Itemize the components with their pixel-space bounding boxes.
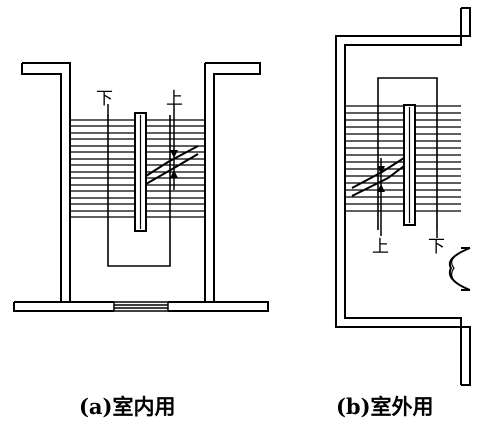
- indoor-right-wall: [204, 62, 261, 302]
- indoor-label-up: 上: [166, 89, 183, 109]
- stair-indoor: [13, 62, 269, 312]
- caption-indoor: (a)室内用: [79, 394, 175, 419]
- stair-outdoor: [335, 7, 471, 386]
- outdoor-landing-outline: [377, 77, 438, 230]
- indoor-door-threshold: [113, 301, 169, 312]
- outdoor-door: [448, 247, 471, 291]
- outdoor-label-up: 上: [372, 237, 389, 257]
- caption-outdoor: (b)室外用: [336, 394, 434, 419]
- indoor-left-wall: [21, 62, 71, 302]
- outdoor-arrow-marks: [377, 166, 385, 192]
- outdoor-label-down: 下: [428, 237, 445, 257]
- indoor-bottom-wall: [13, 301, 269, 312]
- outdoor-wall: [335, 7, 471, 386]
- indoor-label-down: 下: [96, 89, 113, 109]
- indoor-arrow-marks: [170, 150, 178, 178]
